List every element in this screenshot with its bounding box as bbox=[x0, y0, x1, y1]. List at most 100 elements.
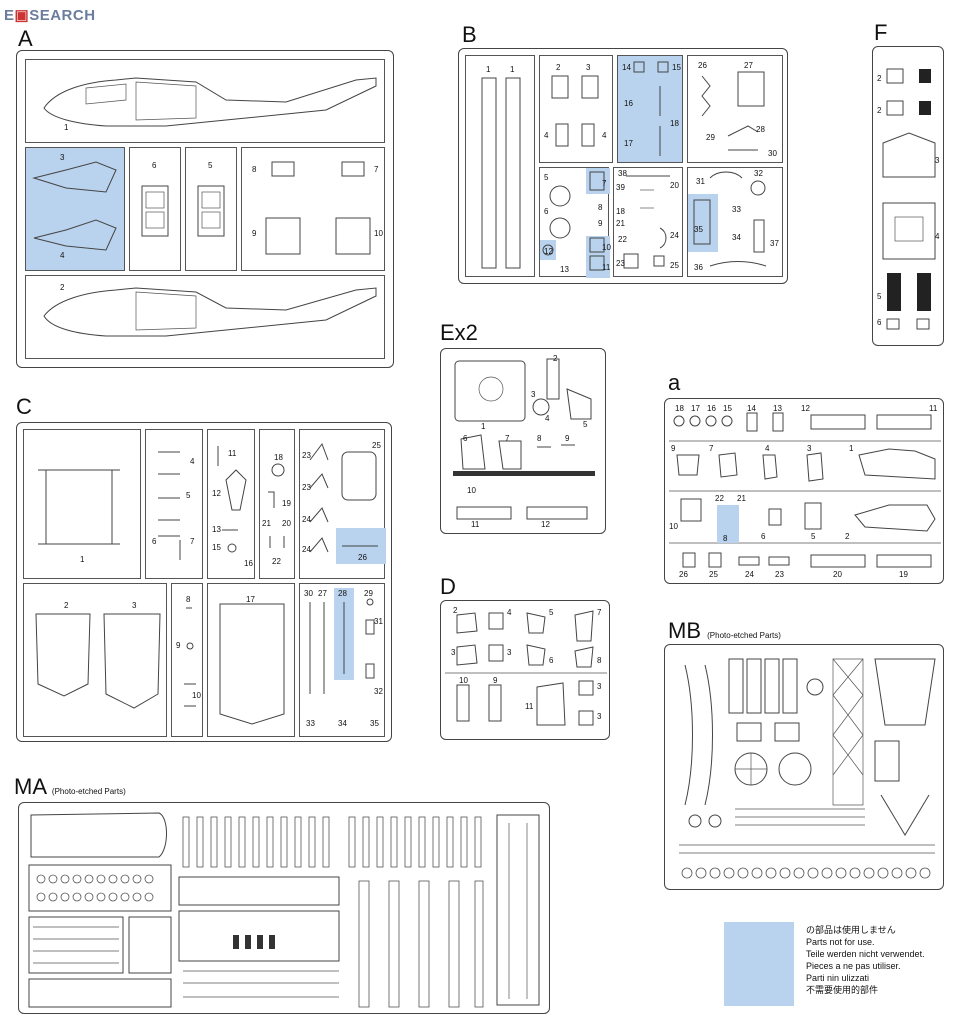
part-b5-b13-cell: 5 6 7 8 9 10 11 12 13 bbox=[539, 167, 611, 278]
logo-text: SEARCH bbox=[29, 7, 96, 24]
small-parts-drawing bbox=[309, 598, 375, 694]
small-parts-drawing bbox=[217, 446, 247, 553]
part-number: 23 bbox=[616, 259, 625, 268]
part-number: 2 bbox=[877, 106, 882, 115]
part-number: 31 bbox=[374, 617, 383, 626]
part-number: 2 bbox=[64, 601, 69, 610]
window-panel-drawing bbox=[197, 185, 225, 237]
part-number: 38 bbox=[618, 169, 627, 178]
part-number: 8 bbox=[598, 203, 603, 212]
sprue-d: 2 3 4 3 5 6 7 8 10 9 11 3 3 bbox=[440, 600, 610, 740]
sprue-a-small-label: a bbox=[668, 370, 681, 395]
legend-line-ja: の部品は使用しません bbox=[806, 925, 896, 935]
sprue-mb-subtitle: (Photo-etched Parts) bbox=[707, 631, 781, 640]
small-parts-drawing bbox=[309, 442, 378, 553]
part-number: 10 bbox=[467, 486, 476, 495]
part-number: 16 bbox=[244, 559, 253, 568]
part-number: 29 bbox=[706, 133, 715, 142]
part-number: 5 bbox=[583, 420, 588, 429]
part-number: 6 bbox=[152, 161, 157, 170]
legend-text-block: の部品は使用しません Parts not for use. Teile werd… bbox=[806, 924, 925, 996]
part-a7-a10-cell: 8 7 9 10 bbox=[241, 147, 385, 271]
floor-panel-drawing bbox=[219, 603, 285, 725]
part-a2-cell: 2 bbox=[25, 275, 385, 359]
sprue-mb-title: MB bbox=[668, 618, 701, 643]
part-b1-cell: 1 1 bbox=[465, 55, 535, 277]
part-number: 1 bbox=[849, 444, 854, 453]
sprue-mb bbox=[664, 644, 944, 890]
part-number: 19 bbox=[899, 570, 908, 579]
photo-etched-fret-drawing bbox=[679, 658, 936, 879]
part-number: 24 bbox=[302, 545, 311, 554]
part-number: 27 bbox=[744, 61, 753, 70]
part-number: 8 bbox=[597, 656, 602, 665]
part-number: 23 bbox=[302, 451, 311, 460]
part-number: 18 bbox=[670, 119, 679, 128]
part-a8-unused bbox=[717, 505, 739, 543]
part-number: 2 bbox=[60, 283, 65, 292]
part-b33-b35-unused bbox=[688, 194, 718, 252]
part-number: 5 bbox=[208, 161, 213, 170]
part-number: 18 bbox=[616, 207, 625, 216]
part-number: 29 bbox=[364, 589, 373, 598]
part-number: 6 bbox=[152, 537, 157, 546]
part-a1-cell: 1 bbox=[25, 59, 385, 143]
part-number: 8 bbox=[537, 434, 542, 443]
part-number: 26 bbox=[679, 570, 688, 579]
sprue-b-label: B bbox=[462, 22, 477, 47]
part-number: 10 bbox=[374, 229, 383, 238]
seat-parts-drawing bbox=[265, 161, 371, 255]
part-number: 17 bbox=[246, 595, 255, 604]
part-number: 11 bbox=[228, 449, 237, 458]
sprue-ma bbox=[18, 802, 550, 1014]
part-c11-c16-cell: 11 12 13 15 16 bbox=[207, 429, 255, 579]
part-number: 4 bbox=[190, 457, 195, 466]
part-number: 1 bbox=[486, 65, 491, 74]
small-parts-drawing bbox=[184, 607, 196, 707]
part-number: 8 bbox=[252, 165, 257, 174]
sprue-a: 1 3 4 6 5 8 7 9 10 2 bbox=[16, 50, 394, 368]
part-number: 14 bbox=[622, 63, 631, 72]
part-number: 2 bbox=[453, 606, 458, 615]
part-number: 33 bbox=[306, 719, 315, 728]
sprue-d-label: D bbox=[440, 574, 456, 599]
part-number: 18 bbox=[274, 453, 283, 462]
logo-mark-icon: ▣ bbox=[14, 7, 30, 24]
part-c18-c22-cell: 18 19 21 20 22 bbox=[259, 429, 295, 579]
part-c27-c35-cell: 30 27 28 29 31 32 33 34 35 bbox=[299, 583, 385, 737]
part-number: 9 bbox=[493, 676, 498, 685]
part-number: 17 bbox=[691, 404, 700, 413]
part-c1-cell: 1 bbox=[23, 429, 141, 579]
part-a3-a4-cell-unused: 3 4 bbox=[25, 147, 125, 271]
part-number: 18 bbox=[675, 404, 684, 413]
sprue-ex2-label: Ex2 bbox=[440, 320, 478, 345]
legend-line-en: Parts not for use. bbox=[806, 937, 875, 947]
part-number: 4 bbox=[602, 131, 607, 140]
part-number: 6 bbox=[463, 434, 468, 443]
part-c17-cell: 17 bbox=[207, 583, 295, 737]
part-number: 5 bbox=[186, 491, 191, 500]
part-number: 3 bbox=[60, 153, 65, 162]
part-number: 3 bbox=[597, 682, 602, 691]
part-number: 3 bbox=[807, 444, 812, 453]
part-number: 21 bbox=[737, 494, 746, 503]
part-number: 4 bbox=[935, 232, 940, 241]
part-number: 30 bbox=[768, 149, 777, 158]
part-number: 22 bbox=[618, 235, 627, 244]
frame-drawing bbox=[38, 469, 120, 545]
part-number: 3 bbox=[132, 601, 137, 610]
part-number: 5 bbox=[811, 532, 816, 541]
small-parts-drawing bbox=[551, 75, 599, 147]
sprue-ma-subtitle: (Photo-etched Parts) bbox=[51, 787, 126, 796]
part-number: 16 bbox=[707, 404, 716, 413]
part-number: 12 bbox=[212, 489, 221, 498]
part-a5-cell: 5 bbox=[185, 147, 237, 271]
window-panel-drawing bbox=[141, 185, 169, 237]
part-number: 2 bbox=[845, 532, 850, 541]
part-number: 11 bbox=[525, 702, 534, 711]
part-number: 1 bbox=[510, 65, 515, 74]
part-number: 4 bbox=[544, 131, 549, 140]
part-c4-c7-cell: 4 5 6 7 bbox=[145, 429, 203, 579]
small-parts-drawing bbox=[623, 175, 670, 269]
part-number: 25 bbox=[709, 570, 718, 579]
